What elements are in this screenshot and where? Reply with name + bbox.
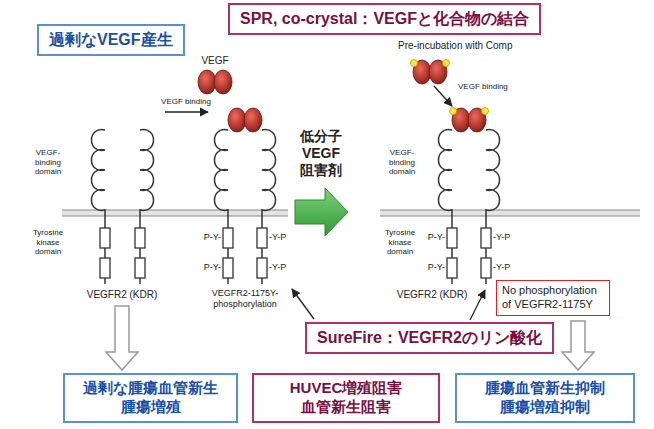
receptor-symbol bbox=[92, 130, 500, 284]
assay-box: SPR, co-crystal：VEGFと化合物の結合 bbox=[228, 3, 541, 35]
kinase-domain bbox=[100, 228, 491, 278]
box-text: HUVEC増殖阻害 血管新生阻害 bbox=[262, 379, 430, 417]
outcome-arrow bbox=[106, 306, 594, 370]
phospho-label: -Y-P bbox=[493, 262, 519, 273]
molecule-label: VEGF bbox=[195, 55, 235, 67]
arrow-label: VEGF binding bbox=[158, 97, 214, 107]
condition-label: Pre-incubation with Comp bbox=[398, 40, 513, 52]
phospho-label: P-Y- bbox=[195, 262, 221, 273]
receptor-label: VEGFR2-1175Y-phosphorylation bbox=[205, 288, 285, 310]
box-text: SureFire：VEGFR2のリン酸化 bbox=[317, 328, 542, 348]
phospho-label: -Y-P bbox=[269, 232, 295, 243]
phospho-label: P-Y- bbox=[195, 232, 221, 243]
phospho-label: P-Y- bbox=[419, 232, 445, 243]
domain-label: Tyrosine kinase domain bbox=[26, 228, 70, 257]
assay-box: SureFire：VEGFR2のリン酸化 bbox=[305, 322, 554, 354]
domain-label: Tyrosine kinase domain bbox=[378, 228, 422, 257]
arrow-label: VEGF binding bbox=[458, 82, 508, 92]
receptor-label: VEGFR2 (KDR) bbox=[392, 289, 472, 301]
phospho-label: -Y-P bbox=[493, 232, 519, 243]
box-text: SPR, co-crystal：VEGFと化合物の結合 bbox=[240, 9, 529, 29]
cell-membrane bbox=[62, 210, 640, 216]
vegf-dimer bbox=[198, 60, 486, 132]
box-text: 過剰なVEGF産生 bbox=[49, 30, 173, 50]
inhibitor-label: 低分子 VEGF 阻害剤 bbox=[296, 128, 346, 178]
outcome-box: 過剰なVEGF産生 bbox=[37, 24, 185, 56]
outcome-box: 腫瘍血管新生抑制 腫瘍増殖抑制 bbox=[455, 373, 635, 423]
domain-label: VEGF-binding domain bbox=[26, 148, 70, 177]
inhibitor-arrow bbox=[295, 188, 348, 236]
outcome-box: 過剰な腫瘍血管新生 腫瘍増殖 bbox=[63, 373, 238, 423]
box-text: No phosphorylation of VEGFR2-1175Y bbox=[502, 284, 604, 312]
note-box: No phosphorylation of VEGFR2-1175Y bbox=[496, 280, 610, 316]
box-text: 腫瘍血管新生抑制 腫瘍増殖抑制 bbox=[465, 379, 625, 417]
assay-box: HUVEC増殖阻害 血管新生阻害 bbox=[252, 373, 440, 423]
receptor-label: VEGFR2 (KDR) bbox=[82, 289, 162, 301]
box-text: 過剰な腫瘍血管新生 腫瘍増殖 bbox=[73, 379, 228, 417]
pointer-arrow bbox=[292, 289, 485, 320]
domain-label: VEGF-binding domain bbox=[380, 148, 424, 177]
phospho-label: -Y-P bbox=[269, 262, 295, 273]
phospho-label: P-Y- bbox=[419, 262, 445, 273]
